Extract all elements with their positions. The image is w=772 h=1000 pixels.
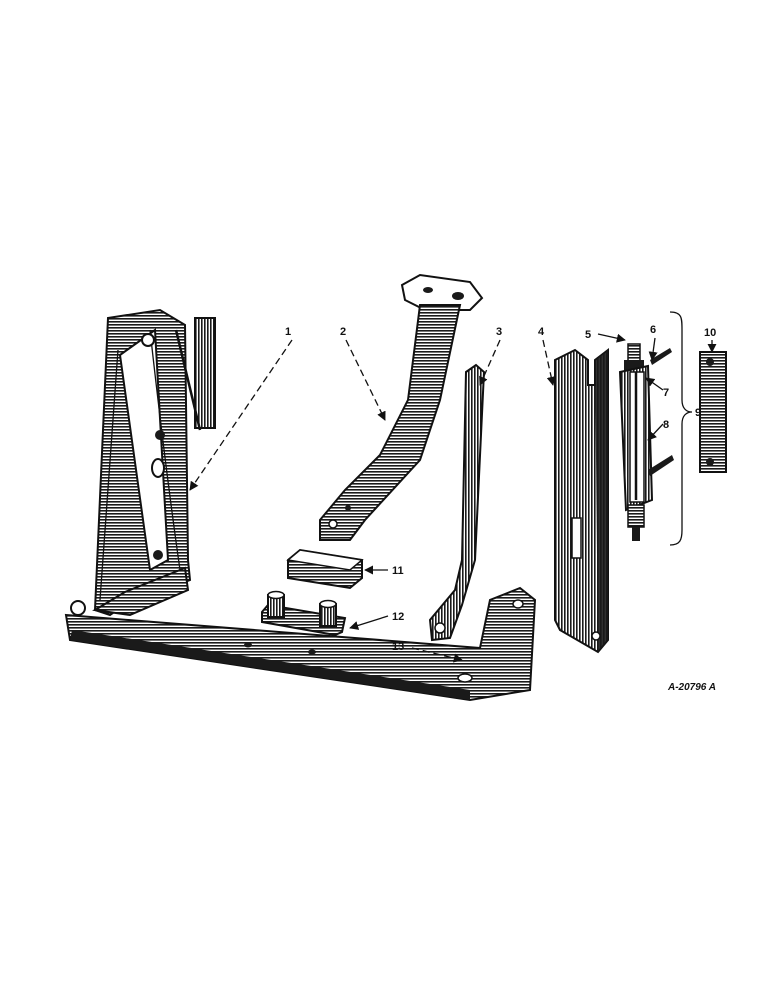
callout-4: 4	[538, 326, 545, 338]
callout-5: 5	[585, 329, 591, 341]
leader-lines	[189, 333, 717, 663]
part-boss-block	[261, 590, 347, 637]
part-spacer-block	[286, 548, 364, 590]
callout-6: 6	[650, 324, 656, 336]
callout-13: 13	[392, 641, 404, 653]
callout-10: 10	[704, 327, 716, 339]
callout-9: 9	[695, 407, 701, 419]
callout-11: 11	[392, 565, 404, 577]
callout-3: 3	[496, 326, 502, 338]
callout-2: 2	[340, 326, 346, 338]
callout-12: 12	[392, 611, 404, 623]
part-offset-bar	[319, 273, 484, 541]
callout-7: 7	[663, 387, 669, 399]
part-base-plate	[64, 586, 537, 702]
reference-code: A-20796 A	[667, 682, 716, 693]
group-bracket	[669, 311, 693, 546]
part-adjusting-link	[618, 343, 674, 541]
callout-1: 1	[285, 326, 291, 338]
part-channel-bracket	[554, 347, 609, 654]
part-flat-link	[699, 351, 727, 473]
callout-8: 8	[663, 419, 669, 431]
part-thin-strap	[428, 363, 486, 642]
part-left-bracket	[70, 308, 216, 617]
